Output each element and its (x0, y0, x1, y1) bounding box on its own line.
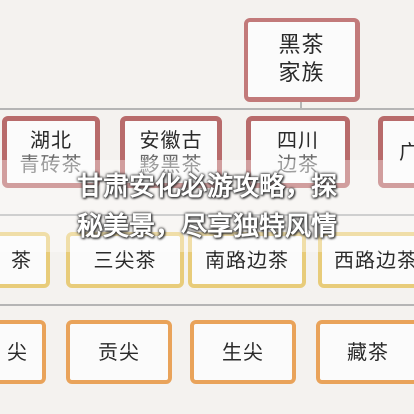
root-label-line1: 黑茶 (278, 32, 325, 58)
caption-banner (0, 160, 414, 252)
node-level3-label: 茶 (11, 248, 32, 272)
node-level3-partial: 茶 (0, 232, 50, 288)
root-label-line2: 家族 (278, 60, 325, 86)
node-guang-partial: 广 (378, 116, 414, 188)
node-anhui-title: 安徽古 (139, 128, 203, 152)
root-node-dark-tea-family: 黑茶 家族 (244, 18, 360, 102)
node-sichuan: 四川 边茶 (246, 116, 350, 188)
node-hubei: 湖北 青砖茶 (2, 116, 100, 188)
node-gongjian: 贡尖 (66, 320, 172, 384)
node-gongjian-label: 贡尖 (98, 340, 140, 364)
node-anhui-subtitle: 黟黑茶 (139, 152, 203, 176)
node-sichuan-title: 四川 (277, 128, 319, 152)
node-sanjian-label: 三尖茶 (93, 248, 157, 272)
node-hubei-title: 湖北 (30, 128, 72, 152)
node-nanlu-label: 南路边茶 (205, 248, 289, 272)
caption-line2: 秘美景，尽享独特风情 (76, 212, 337, 242)
node-anhui: 安徽古 黟黑茶 (120, 116, 222, 188)
node-sichuan-subtitle: 边茶 (277, 152, 319, 176)
node-sanjian-tea: 三尖茶 (66, 232, 184, 288)
node-tibetan-label: 藏茶 (347, 340, 389, 364)
node-xilu-label: 西路边茶 (334, 248, 414, 272)
caption-overlay: 甘肃安化必游攻略，探 秘美景，尽享独特风情 (0, 167, 414, 247)
connector-level3-bar (0, 214, 414, 216)
node-nanlu-border-tea: 南路边茶 (188, 232, 306, 288)
node-shengjian: 生尖 (190, 320, 296, 384)
node-shengjian-label: 生尖 (222, 340, 264, 364)
node-hubei-subtitle: 青砖茶 (19, 152, 83, 176)
node-xilu-border-tea: 西路边茶 (318, 232, 414, 288)
node-guang-title: 广 (399, 140, 414, 164)
node-level4-partial: 尖 (0, 320, 46, 384)
connector-level2-bar (0, 108, 414, 110)
connector-root-down (300, 100, 302, 110)
node-level4-partial-label: 尖 (7, 340, 28, 364)
caption-line1: 甘肃安化必游攻略，探 (76, 172, 337, 202)
node-tibetan-tea: 藏茶 (316, 320, 414, 384)
connector-level4-bar (0, 304, 414, 306)
